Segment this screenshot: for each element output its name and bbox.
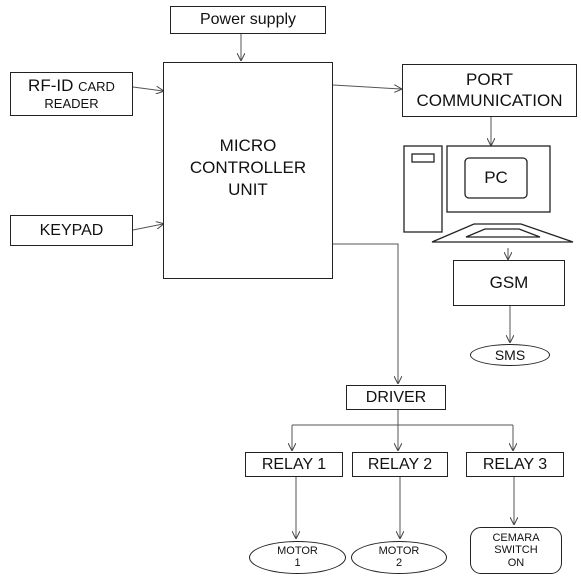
drive-slot	[411, 153, 435, 163]
relay-3-box: RELAY 3	[466, 452, 564, 477]
relay-1-box: RELAY 1	[245, 452, 343, 477]
monitor-screen	[464, 157, 528, 199]
mcu-label-line1: MICRO	[219, 136, 277, 155]
arrow-mcu-to-driver	[333, 243, 398, 383]
keyboard-inner	[465, 228, 541, 238]
relay-2-label: RELAY 2	[367, 455, 433, 473]
desktop-computer-icon	[403, 145, 574, 243]
mcu-label: MICRO CONTROLLER UNIT	[190, 135, 306, 201]
port-communication-box: PORT COMMUNICATION	[402, 64, 577, 117]
pc-label-container: PC	[465, 158, 527, 198]
rfid-label-prefix: RF-ID	[28, 76, 79, 95]
camera-label-line3: ON	[507, 556, 525, 569]
rfid-card-reader-box: RF-ID CARD READER	[10, 72, 133, 116]
sms-label: SMS	[494, 346, 526, 363]
power-supply-box: Power supply	[170, 6, 326, 34]
micro-controller-unit-box: MICRO CONTROLLER UNIT	[163, 62, 333, 279]
keypad-box: KEYPAD	[10, 215, 133, 246]
relay-2-box: RELAY 2	[352, 452, 448, 477]
rfid-label-card: CARD	[78, 79, 115, 94]
arrow-keypad-to-mcu	[132, 224, 163, 231]
mcu-label-line2: CONTROLLER	[189, 158, 307, 178]
motor-2-label-line1: MOTOR	[378, 544, 420, 557]
keypad-label: KEYPAD	[39, 221, 104, 239]
camera-label-line2: SWITCH	[494, 544, 538, 557]
camera-label-line1: CEMARA	[492, 531, 540, 544]
motor-1-label-line2: 1	[294, 556, 301, 569]
gsm-box: GSM	[453, 260, 565, 306]
motor-1-ellipse: MOTOR 1	[249, 541, 346, 574]
port-label-line2: COMMUNICATION	[416, 90, 563, 110]
motor-1-label-line1: MOTOR	[277, 544, 318, 557]
port-label-line1: PORT	[466, 70, 513, 90]
relay-1-label: RELAY 1	[261, 455, 327, 473]
mcu-label-line3: UNIT	[228, 180, 268, 200]
arrow-mcu-to-port	[332, 84, 401, 89]
driver-label: DRIVER	[365, 388, 427, 406]
motor-2-ellipse: MOTOR 2	[351, 541, 447, 574]
gsm-label: GSM	[489, 273, 529, 292]
relay-3-label: RELAY 3	[482, 455, 548, 473]
pc-label: PC	[484, 168, 508, 187]
arrow-rfid-to-mcu	[132, 87, 163, 91]
motor-2-label-line2: 2	[395, 556, 403, 569]
tower-case	[403, 145, 443, 233]
driver-box: DRIVER	[346, 385, 446, 410]
camera-switch-box: CEMARA SWITCH ON	[470, 527, 562, 574]
rfid-label-line2: READER	[44, 96, 99, 112]
rfid-label-line1: RF-ID CARD	[28, 76, 115, 96]
power-supply-label: Power supply	[199, 11, 297, 28]
sms-ellipse: SMS	[470, 344, 550, 366]
